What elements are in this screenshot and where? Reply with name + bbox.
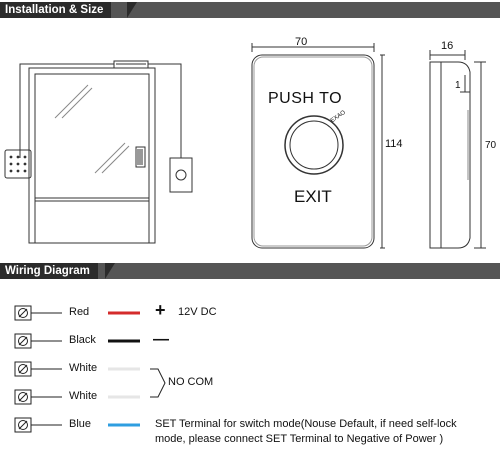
terminal-blocks [14,305,62,433]
keypad-icon [4,149,32,179]
exit-button-small-icon [169,157,193,193]
plus-symbol: + [155,300,166,320]
terminal-icon [14,333,62,349]
blue-desc-line2: mode, please connect SET Terminal to Neg… [155,433,444,445]
terminal-icon [14,389,62,405]
side-height-dim: 70 [485,140,497,151]
wiring-banner: Wiring Diagram [0,263,500,279]
front-width-dim: 70 [295,36,308,48]
installation-banner: Installation & Size [0,2,500,18]
wire-label-black: Black [69,334,96,346]
banner-notch [105,263,115,279]
no-com-text: NO COM [168,376,214,388]
terminal-icon [14,361,62,377]
wire-label-red: Red [69,306,90,318]
side-depth-dim: 16 [441,40,454,52]
banner-notch [127,2,137,18]
door-illustration [19,60,182,244]
exit-label: EXIT [294,187,332,206]
side-view [429,50,486,249]
front-view [251,43,385,249]
terminal-icon [14,305,62,321]
terminal-icon [14,417,62,433]
front-height-dim: 114 [385,138,403,150]
wire-label-white-1: White [69,362,98,374]
side-small-dim: 1 [455,80,461,91]
push-to-label: PUSH TO [268,90,343,107]
wiring-title: Wiring Diagram [0,263,98,279]
wire-label-white-2: White [69,390,98,402]
wire-swatches [108,311,140,427]
no-com-bracket [150,368,166,398]
power-text: 12V DC [178,306,217,318]
installation-title: Installation & Size [0,2,112,18]
minus-symbol: — [153,331,169,348]
blue-desc-line1: SET Terminal for switch mode(Nouse Defau… [155,418,457,430]
wire-label-blue: Blue [69,418,92,430]
